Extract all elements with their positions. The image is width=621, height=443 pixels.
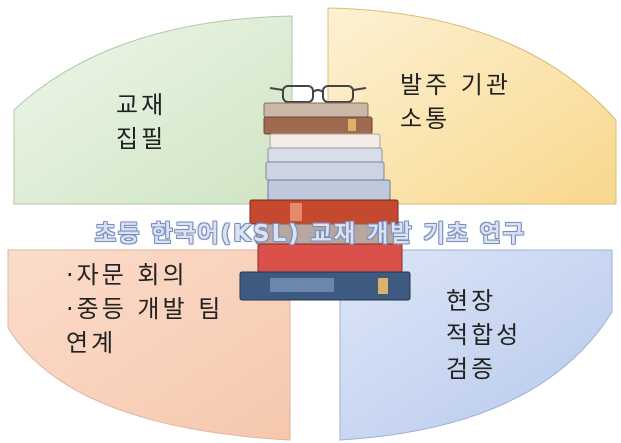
diagram-title: 초등 한국어(KSL) 교재 개발 기초 연구 [94,221,527,247]
quadrant-label-client-communication: 발주 기관 소통 [400,71,511,133]
quadrant-label-advisory-collaboration: ·자문 회의 ·중등 개발 팀 연계 [66,261,224,357]
quadrant-top-right [327,7,617,205]
quadrant-label-writing: 교재 집필 [116,91,167,153]
quadrant-label-field-validation: 현장 적합성 검증 [446,287,522,383]
quadrant-bottom-left [7,249,291,441]
stack-of-books-with-glasses-icon [239,85,411,301]
quadrant-top-left [13,15,293,205]
